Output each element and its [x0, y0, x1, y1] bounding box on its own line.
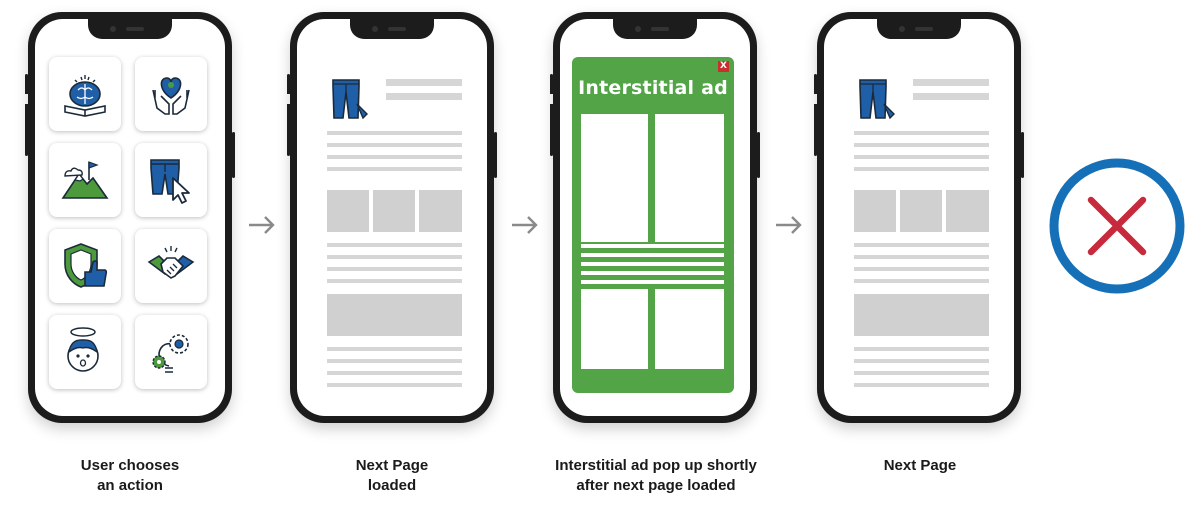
phone-user-action [25, 12, 235, 423]
ad-close-button[interactable]: X [718, 61, 729, 72]
child-face-tile[interactable] [49, 315, 121, 389]
text-line [854, 279, 989, 283]
heading-line [913, 93, 989, 100]
jeans-cursor-icon [150, 159, 190, 204]
caption-line: loaded [367, 477, 417, 494]
heading-line [913, 79, 989, 86]
caption-line: User chooses [80, 457, 180, 474]
ad-title: Interstitial ad [578, 77, 728, 99]
image-block [900, 190, 942, 232]
text-line [327, 347, 462, 351]
text-line [327, 359, 462, 363]
phone-notch [88, 19, 172, 39]
arrow-right-icon [776, 216, 802, 234]
phone-screen [297, 19, 487, 416]
heading-line [386, 93, 462, 100]
text-line [854, 359, 989, 363]
image-block [327, 190, 369, 232]
text-line [854, 347, 989, 351]
ad-image-box [655, 289, 724, 369]
shield-thumbs-up-icon [64, 243, 108, 288]
mountain-flag-tile[interactable] [49, 143, 121, 217]
caption-line: Next Page [883, 457, 957, 474]
heart-hands-icon [152, 77, 190, 115]
banner-block [854, 294, 989, 336]
step-caption: User chooses an action [30, 456, 230, 496]
ad-image-box [581, 289, 648, 369]
text-line [854, 155, 989, 159]
text-line [854, 383, 989, 387]
jeans-icon [332, 79, 368, 120]
text-line [327, 167, 462, 171]
heart-hands-tile[interactable] [135, 57, 207, 131]
no-sign-icon [1049, 158, 1185, 294]
phone-screen [824, 19, 1014, 416]
arrow-right-icon [249, 216, 275, 234]
interstitial-ad[interactable]: X Interstitial ad [572, 57, 734, 393]
text-line [327, 383, 462, 387]
phone-notch [877, 19, 961, 39]
ad-text-line [581, 280, 724, 284]
text-line [327, 267, 462, 271]
text-line [854, 255, 989, 259]
phone-notch [350, 19, 434, 39]
arrow-right-icon [512, 216, 538, 234]
text-line [854, 243, 989, 247]
gear-bulb-icon [152, 334, 189, 373]
step-caption: Next Page loaded [292, 456, 492, 496]
ad-text-line [581, 244, 724, 248]
caption-line: Interstitial ad pop up shortly [555, 457, 757, 474]
image-block [419, 190, 462, 232]
image-block [373, 190, 415, 232]
image-block [854, 190, 896, 232]
jeans-icon [859, 79, 895, 120]
jeans-cursor-tile[interactable] [135, 143, 207, 217]
text-line [854, 167, 989, 171]
heading-line [386, 79, 462, 86]
ad-image-box [655, 114, 724, 242]
text-line [854, 371, 989, 375]
step-caption: Interstitial ad pop up shortly after nex… [520, 456, 792, 496]
phone-screen [35, 19, 225, 416]
image-block [946, 190, 989, 232]
banner-block [327, 294, 462, 336]
mountain-flag-icon [61, 161, 109, 199]
shield-thumbs-up-tile[interactable] [49, 229, 121, 303]
brain-book-icon [64, 75, 106, 117]
text-line [854, 267, 989, 271]
caption-line: Next Page [355, 457, 429, 474]
phone-next-page-loaded [287, 12, 497, 423]
ad-text-line [581, 271, 724, 275]
handshake-icon [147, 246, 195, 279]
phone-notch [613, 19, 697, 39]
text-line [327, 131, 462, 135]
handshake-tile[interactable] [135, 229, 207, 303]
text-line [327, 243, 462, 247]
caption-line: after next page loaded [576, 477, 736, 494]
phone-screen: X Interstitial ad [560, 19, 750, 416]
text-line [327, 279, 462, 283]
ad-text-line [581, 253, 724, 257]
ad-image-box [581, 114, 648, 242]
brain-book-tile[interactable] [49, 57, 121, 131]
text-line [854, 131, 989, 135]
text-line [327, 255, 462, 259]
ad-text-line [581, 262, 724, 266]
phone-next-page [814, 12, 1024, 423]
text-line [327, 155, 462, 159]
child-face-icon [67, 327, 99, 372]
caption-line: an action [97, 477, 163, 494]
step-caption: Next Page [820, 456, 1020, 476]
phone-interstitial-ad: X Interstitial ad [550, 12, 760, 423]
text-line [327, 371, 462, 375]
text-line [854, 143, 989, 147]
gear-bulb-tile[interactable] [135, 315, 207, 389]
text-line [327, 143, 462, 147]
